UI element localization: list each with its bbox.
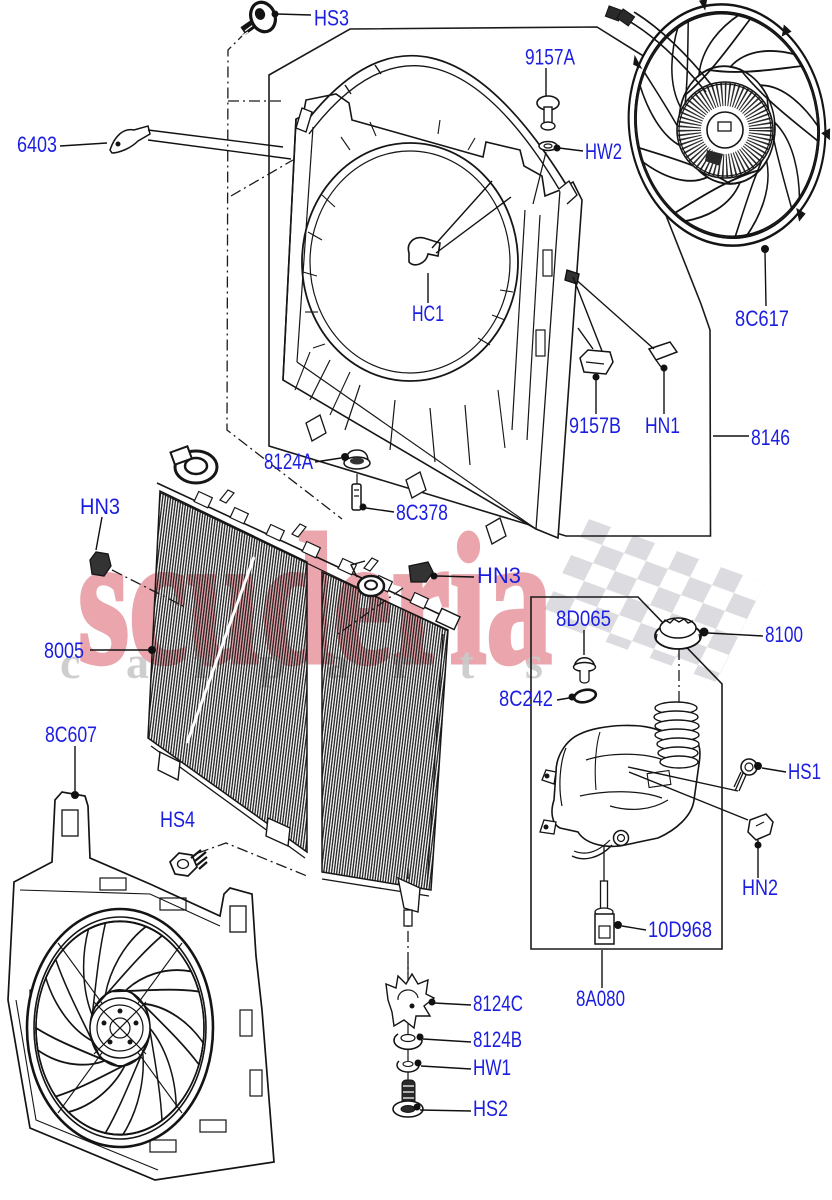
svg-text:8005: 8005 <box>44 638 84 663</box>
svg-text:HS2: HS2 <box>473 1096 508 1121</box>
svg-text:HN2: HN2 <box>742 875 778 900</box>
svg-text:8D065: 8D065 <box>556 606 611 631</box>
svg-text:10D968: 10D968 <box>648 917 712 942</box>
svg-text:s: s <box>525 637 543 688</box>
svg-text:8124C: 8124C <box>473 991 523 1016</box>
svg-text:8124A: 8124A <box>264 449 313 474</box>
svg-text:8C617: 8C617 <box>735 306 789 331</box>
svg-text:c: c <box>60 637 80 688</box>
svg-text:8C378: 8C378 <box>396 500 448 525</box>
svg-text:HS1: HS1 <box>788 759 821 784</box>
svg-text:HN1: HN1 <box>645 413 680 438</box>
svg-text:scuderia: scuderia <box>78 497 552 703</box>
svg-text:8100: 8100 <box>765 622 803 647</box>
svg-text:a: a <box>126 637 149 688</box>
svg-text:HS3: HS3 <box>314 6 349 31</box>
svg-text:9157A: 9157A <box>525 45 575 70</box>
svg-text:8124B: 8124B <box>473 1027 522 1052</box>
svg-text:t: t <box>459 637 475 688</box>
svg-text:HN3: HN3 <box>477 563 521 588</box>
svg-text:6403: 6403 <box>17 132 57 157</box>
svg-text:HW2: HW2 <box>585 139 622 164</box>
svg-text:HC1: HC1 <box>412 301 444 326</box>
svg-text:8A080: 8A080 <box>576 986 625 1011</box>
svg-text:HS4: HS4 <box>160 807 195 832</box>
svg-text:9157B: 9157B <box>569 413 621 438</box>
svg-text:8146: 8146 <box>751 425 790 450</box>
svg-text:HW1: HW1 <box>473 1055 511 1080</box>
svg-text:HN3: HN3 <box>80 494 120 519</box>
svg-text:8C607: 8C607 <box>45 722 97 747</box>
svg-text:8C242: 8C242 <box>499 686 553 711</box>
